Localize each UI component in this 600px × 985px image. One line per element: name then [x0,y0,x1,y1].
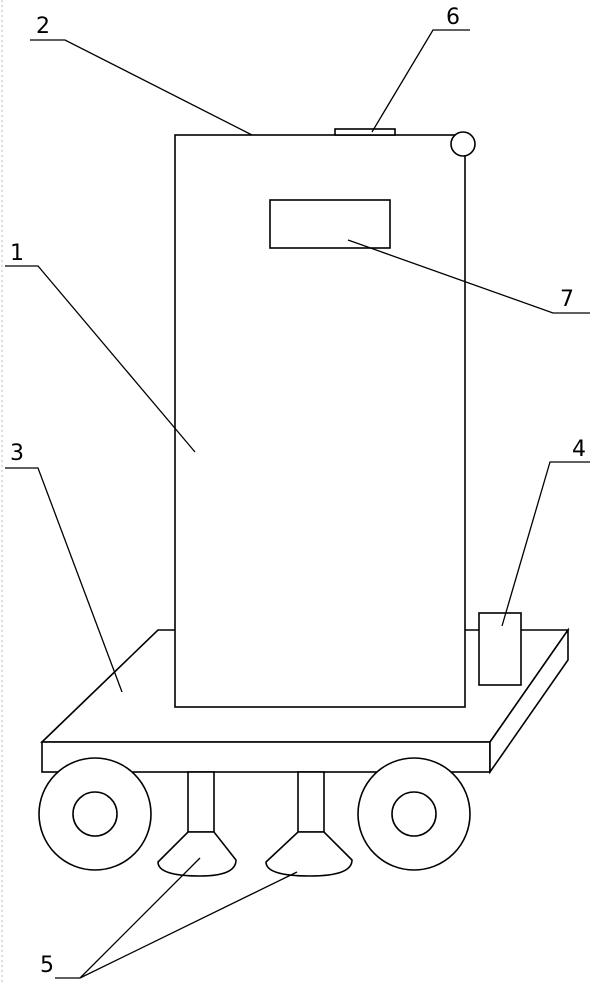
callout-1: 1 [10,241,24,266]
callout-5: 5 [40,953,54,978]
leader-2 [30,39,253,136]
platform-side-face [489,627,569,775]
suction-cup-left [157,771,237,877]
callout-4: 4 [572,437,586,462]
corner-knob [450,131,476,157]
leader-3 [5,467,123,693]
leader-7 [347,239,590,314]
leader-6 [371,29,470,133]
control-box [478,612,522,686]
leader-5b [79,857,201,979]
suction-cup-right [265,771,353,877]
display-window [269,199,391,249]
callout-6: 6 [446,5,460,30]
callout-labels: 1 2 3 4 5 6 7 [10,5,586,978]
callout-2: 2 [36,14,50,39]
leader-4 [501,461,590,627]
leader-lines [5,29,590,979]
cabinet-body [174,134,466,708]
top-handle [334,128,396,136]
leader-5c [79,871,298,979]
left-wheel [38,757,152,871]
callout-7: 7 [560,287,574,312]
cabinet [174,128,476,708]
leader-1 [5,265,196,453]
callout-3: 3 [10,441,24,466]
right-wheel [357,757,471,871]
